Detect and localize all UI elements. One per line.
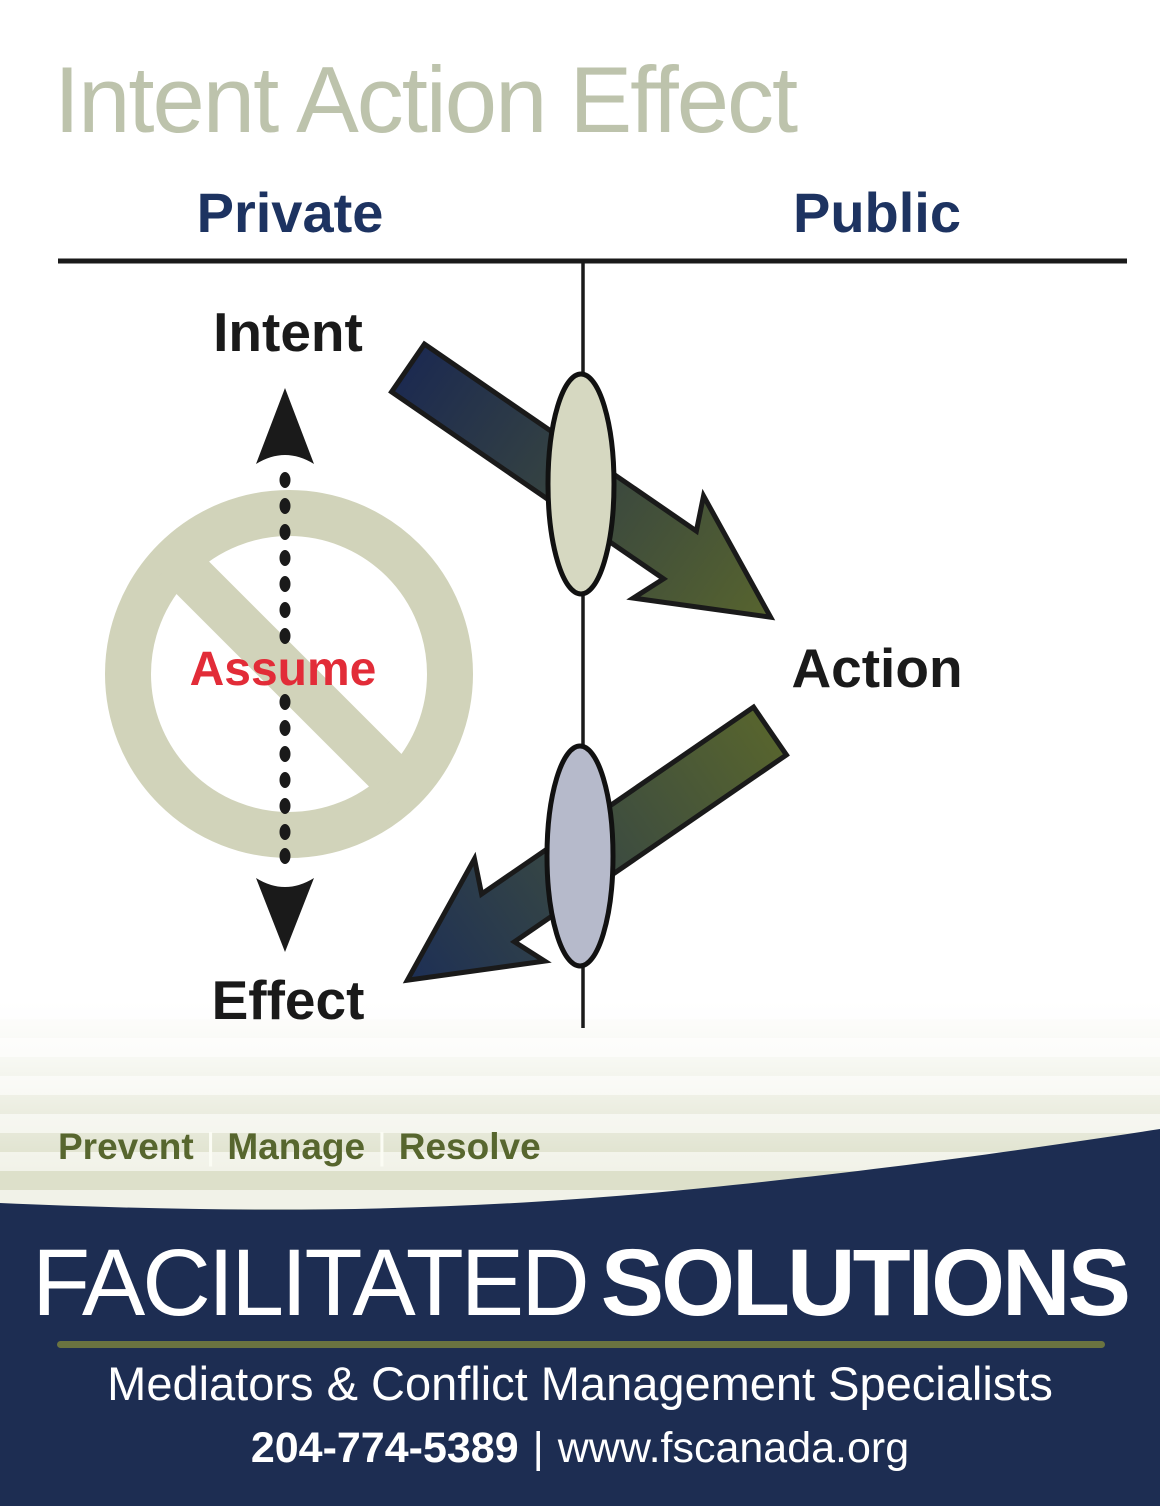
tagline-separator: | [377, 1126, 387, 1167]
tagline: Prevent | Manage | Resolve [58, 1126, 541, 1168]
contact-separator: | [532, 1424, 544, 1472]
contact-line: 204-774-5389 | www.fscanada.org [0, 1424, 1160, 1473]
tagline-resolve: Resolve [398, 1126, 541, 1167]
assume-dashed-arrow [256, 388, 314, 952]
page-title: Intent Action Effect [54, 47, 798, 152]
node-label-effect: Effect [211, 969, 365, 1031]
perception-filter-ellipse-top [545, 371, 617, 597]
phone-number: 204-774-5389 [250, 1424, 519, 1472]
website-url: www.fscanada.org [557, 1424, 910, 1472]
column-label-public: Public [792, 181, 962, 244]
node-label-action: Action [791, 637, 963, 699]
brand-subtitle: Mediators & Conflict Management Speciali… [107, 1357, 1053, 1410]
column-label-private: Private [196, 181, 384, 244]
brand-name-bold: SOLUTIONS [600, 1230, 1131, 1336]
brand-name-light: FACILITATED [32, 1230, 590, 1336]
navy-footer-wave [0, 1129, 1160, 1506]
tagline-prevent: Prevent [58, 1126, 194, 1167]
perception-filter-ellipse-bottom [544, 743, 616, 969]
assume-label: Assume [189, 643, 377, 696]
node-label-intent: Intent [213, 301, 363, 363]
tagline-manage: Manage [227, 1126, 366, 1167]
tagline-separator: | [205, 1126, 216, 1167]
brand-divider-rule [57, 1341, 1105, 1348]
